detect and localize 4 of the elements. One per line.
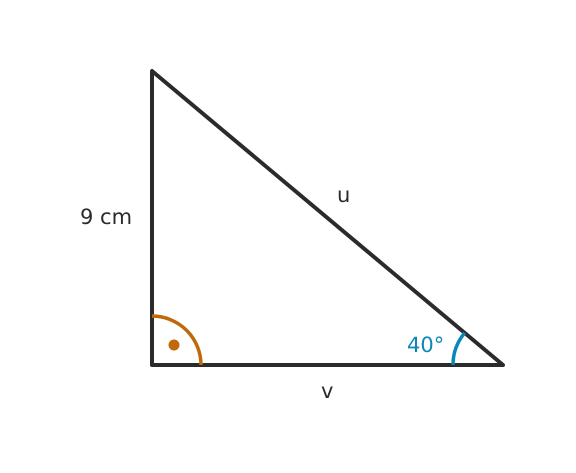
angle-label: 40°: [407, 335, 444, 356]
side-label: 9 cm: [80, 207, 132, 228]
side-label: v: [321, 381, 334, 402]
side-label: u: [337, 185, 350, 206]
